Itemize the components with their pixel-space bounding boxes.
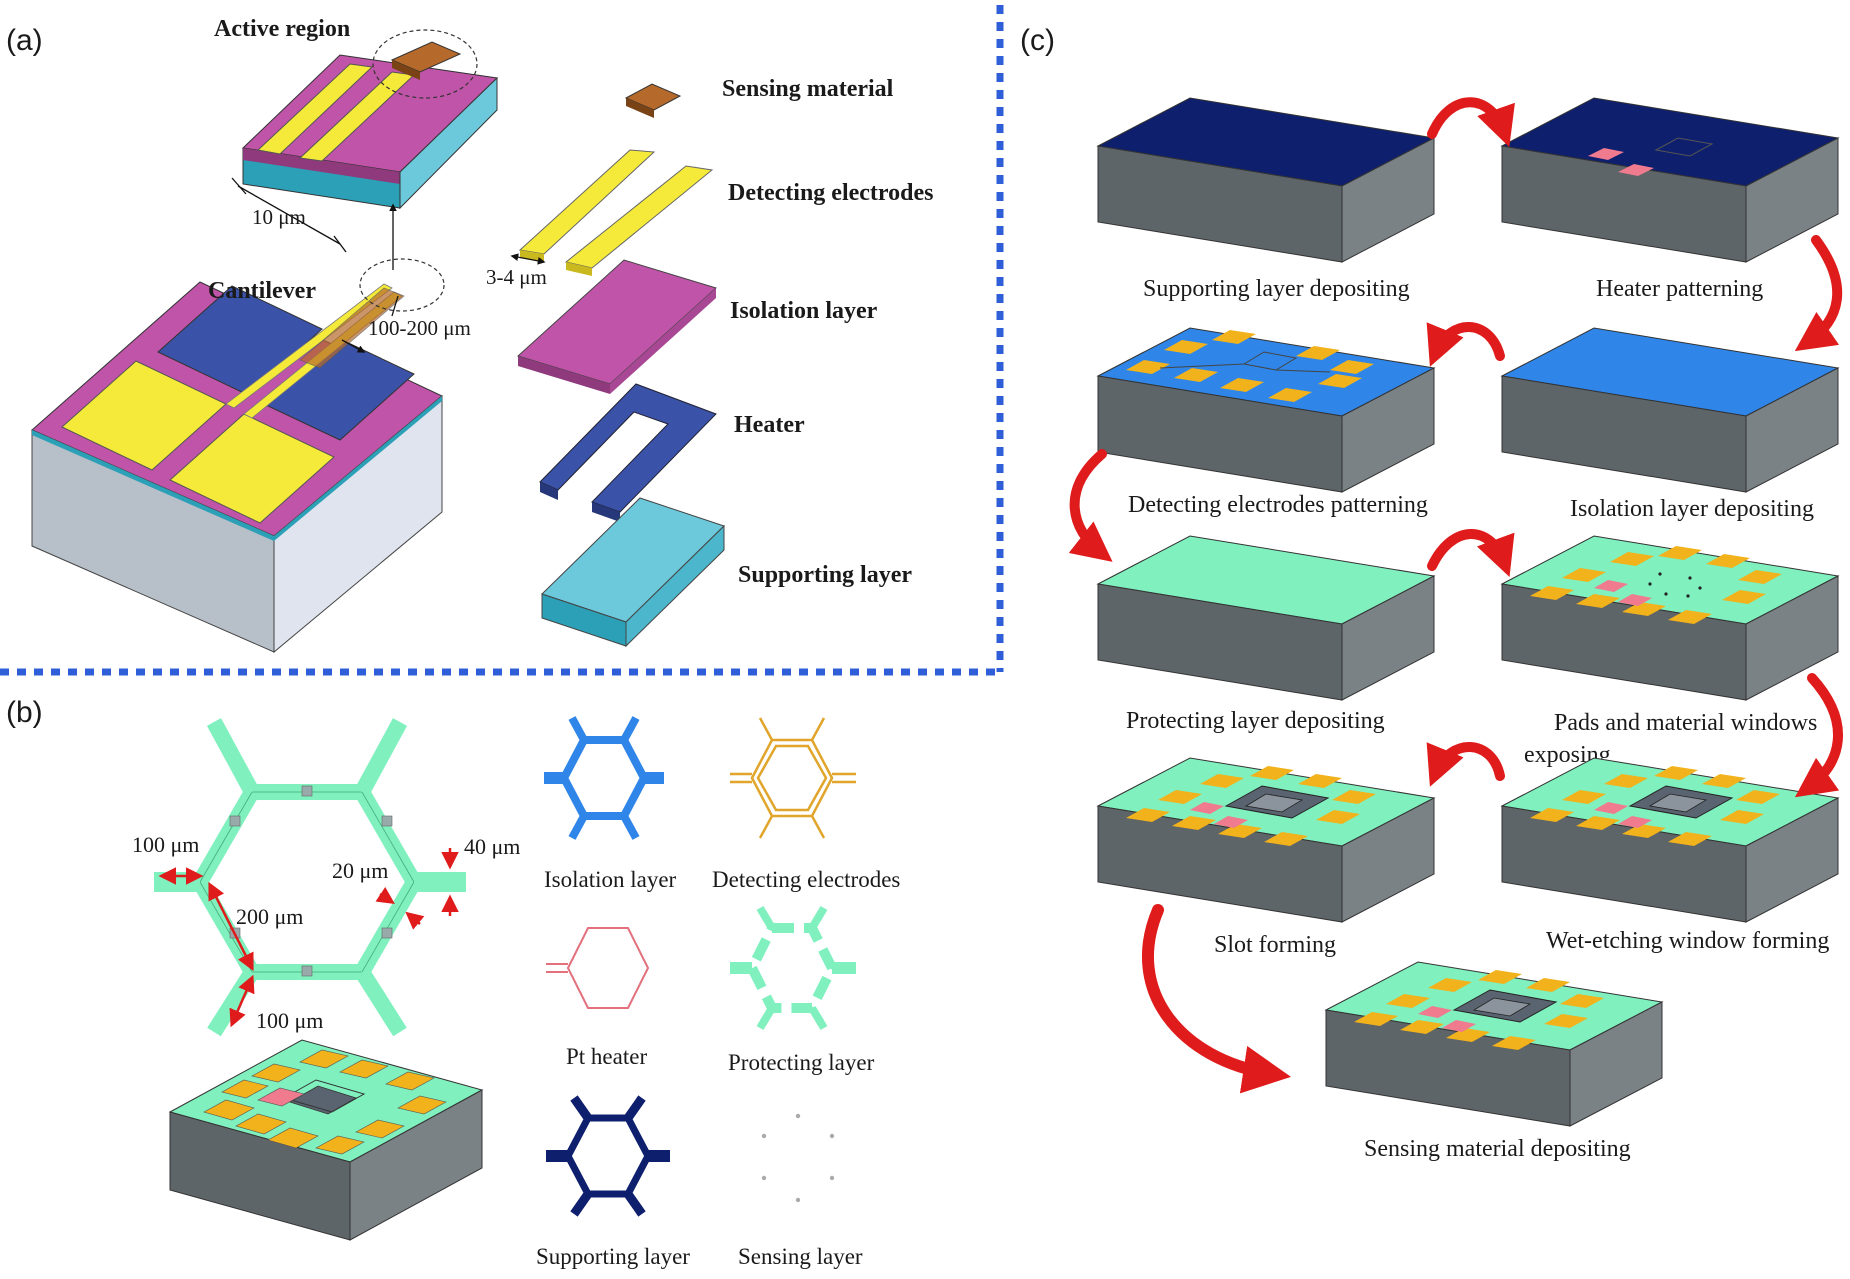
legend-label-electrodes: Detecting electrodes — [712, 867, 900, 892]
cantilever-label: Cantilever — [208, 278, 316, 304]
layer-detecting-electrodes — [518, 149, 714, 276]
arrow-step6-to-8 — [1794, 673, 1843, 798]
arrow-step5-to-6 — [1427, 529, 1515, 578]
legend-heater-icon — [546, 927, 650, 1009]
layer-supporting — [541, 497, 725, 648]
arrow-step1-to-2 — [1427, 97, 1515, 148]
layer-label-supporting: Supporting layer — [738, 562, 912, 588]
layer-label-isolation: Isolation layer — [730, 298, 878, 324]
step-6-chip — [1500, 535, 1840, 701]
panel-b: (b) 100 μm 200 μm 100 μm 20 μm — [6, 696, 900, 1269]
dim-20um: 20 μm — [332, 858, 388, 883]
step-2-chip — [1500, 97, 1840, 263]
step-8-label: Wet-etching window forming — [1546, 928, 1829, 954]
legend-label-isolation: Isolation layer — [544, 867, 677, 892]
panel-c-tag: (c) — [1020, 24, 1055, 57]
hexagon-structure — [154, 718, 466, 1037]
arrow-step7-to-9 — [1142, 904, 1291, 1094]
layer-label-heater: Heater — [734, 412, 805, 438]
step-1-chip — [1096, 97, 1436, 263]
arrow-step3-to-5 — [1068, 449, 1113, 562]
panel-dividers — [0, 5, 1004, 676]
arrow-step8-to-7 — [1426, 742, 1505, 787]
step-5-label: Protecting layer depositing — [1126, 708, 1385, 734]
step-7-chip — [1096, 757, 1436, 923]
step-3-label: Detecting electrodes patterning — [1128, 492, 1428, 518]
dim-200um: 200 μm — [236, 904, 303, 929]
layer-sensing-material — [624, 83, 682, 118]
legend-label-heater: Pt heater — [566, 1044, 647, 1069]
dim-3-4um-label: 3-4 μm — [486, 265, 547, 289]
legend-supporting-icon — [546, 1095, 670, 1217]
step-9-label: Sensing material depositing — [1364, 1136, 1631, 1162]
active-region-circle — [372, 29, 478, 99]
legend-sensing-icon — [761, 1113, 835, 1203]
step-4-chip — [1500, 327, 1840, 493]
panel-b-tag: (b) — [6, 696, 43, 729]
dim-40um: 40 μm — [464, 834, 520, 859]
step-2-label: Heater patterning — [1596, 276, 1763, 302]
cantilever-tip-circle — [359, 258, 445, 312]
layer-label-electrodes: Detecting electrodes — [728, 180, 933, 206]
step-7-label: Slot forming — [1214, 932, 1336, 958]
assembled-chip-b — [168, 1039, 484, 1241]
step-5-chip — [1096, 535, 1436, 701]
legend-isolation-icon — [544, 716, 664, 840]
panel-c: (c) Supporting layer depositing Heater p… — [1020, 24, 1843, 1162]
legend-electrodes-icon — [730, 717, 856, 839]
panel-a: (a) Active region 10 μm — [6, 16, 933, 654]
active-region-label: Active region — [214, 16, 350, 42]
step-8-chip — [1500, 757, 1840, 923]
step-9-chip — [1324, 961, 1664, 1127]
dim-10um-label: 10 μm — [252, 205, 306, 229]
legend-label-supporting: Supporting layer — [536, 1244, 690, 1269]
layer-label-sensing: Sensing material — [722, 76, 894, 102]
active-region-block — [241, 29, 499, 210]
legend-label-protecting: Protecting layer — [728, 1050, 875, 1075]
arrow-step4-to-3 — [1426, 322, 1505, 367]
legend-label-sensing: Sensing layer — [738, 1244, 863, 1269]
dim-100um-bottom: 100 μm — [256, 1008, 323, 1033]
legend-protecting-icon — [730, 905, 856, 1031]
cantilever-chip — [31, 258, 445, 654]
arrow-step2-to-4 — [1794, 235, 1843, 352]
layer-isolation — [517, 259, 717, 394]
dim-100um-left: 100 μm — [132, 832, 199, 857]
step-4-label: Isolation layer depositing — [1570, 496, 1814, 522]
step-3-chip — [1096, 327, 1436, 493]
process-arrows — [1068, 97, 1843, 1094]
panel-a-tag: (a) — [6, 24, 43, 57]
dim-100-200um-label: 100-200 μm — [368, 316, 471, 340]
step-6-label-line1: Pads and material windows — [1554, 710, 1817, 736]
step-1-label: Supporting layer depositing — [1143, 276, 1410, 302]
layer-heater — [539, 383, 717, 522]
